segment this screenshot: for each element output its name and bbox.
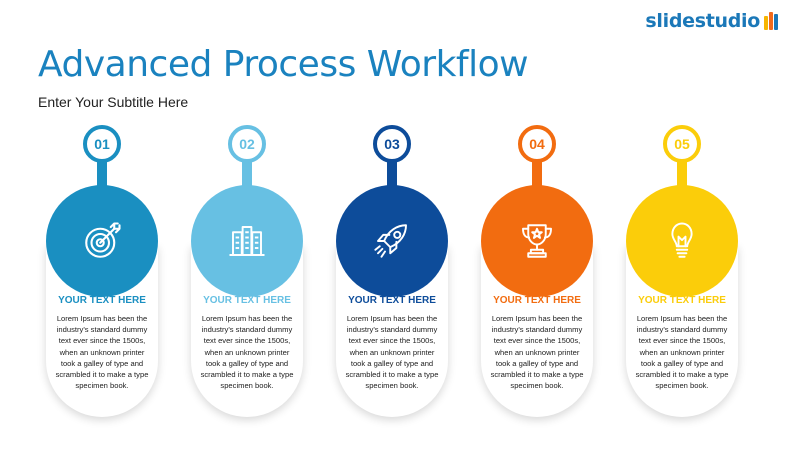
step-number-badge: 04	[518, 125, 556, 163]
buildings-icon	[229, 226, 265, 256]
process-step-2: 02 YOUR TEXT HERE Lorem Ipsum has been t…	[191, 125, 303, 417]
step-number-badge: 02	[228, 125, 266, 163]
step-connector	[97, 159, 107, 187]
step-description: Lorem Ipsum has been the industry's stan…	[55, 314, 149, 391]
process-step-1: 01 YOUR TEXT HERE Lorem Ipsum has been t…	[46, 125, 158, 417]
step-description: Lorem Ipsum has been the industry's stan…	[345, 314, 439, 391]
step-description: Lorem Ipsum has been the industry's stan…	[635, 314, 729, 391]
step-heading: YOUR TEXT HERE	[203, 295, 291, 306]
step-number: 05	[674, 136, 690, 152]
brand-logo: slidestudio	[645, 10, 778, 32]
trophy-icon	[522, 224, 552, 258]
step-number-badge: 01	[83, 125, 121, 163]
step-icon-circle	[191, 185, 303, 297]
step-heading: YOUR TEXT HERE	[58, 295, 146, 306]
step-description: Lorem Ipsum has been the industry's stan…	[490, 314, 584, 391]
step-icon-circle	[481, 185, 593, 297]
rocket-icon	[374, 224, 407, 258]
step-number-badge: 03	[373, 125, 411, 163]
slide-title: Advanced Process Workflow	[38, 44, 529, 85]
lightbulb-icon	[671, 222, 693, 258]
step-connector	[242, 159, 252, 187]
process-step-3: 03 YOUR TEXT HERE Lorem Ipsum has been t…	[336, 125, 448, 417]
process-step-5: 05 YOUR TEXT HERE Lorem Ipsum has been t…	[626, 125, 738, 417]
target-icon	[85, 222, 121, 258]
logo-text: slidestudio	[645, 10, 760, 32]
step-icon-circle	[626, 185, 738, 297]
step-number-badge: 05	[663, 125, 701, 163]
step-connector	[387, 159, 397, 187]
step-number: 01	[94, 136, 110, 152]
step-connector	[532, 159, 542, 187]
step-number: 02	[239, 136, 255, 152]
step-heading: YOUR TEXT HERE	[638, 295, 726, 306]
step-heading: YOUR TEXT HERE	[348, 295, 436, 306]
logo-mark-icon	[764, 12, 778, 30]
slide-subtitle: Enter Your Subtitle Here	[38, 94, 189, 110]
step-description: Lorem Ipsum has been the industry's stan…	[200, 314, 294, 391]
step-icon-circle	[46, 185, 158, 297]
process-step-4: 04 YOUR TEXT HERE Lorem Ipsum has been t…	[481, 125, 593, 417]
step-number: 03	[384, 136, 400, 152]
step-heading: YOUR TEXT HERE	[493, 295, 581, 306]
step-connector	[677, 159, 687, 187]
step-icon-circle	[336, 185, 448, 297]
step-number: 04	[529, 136, 545, 152]
